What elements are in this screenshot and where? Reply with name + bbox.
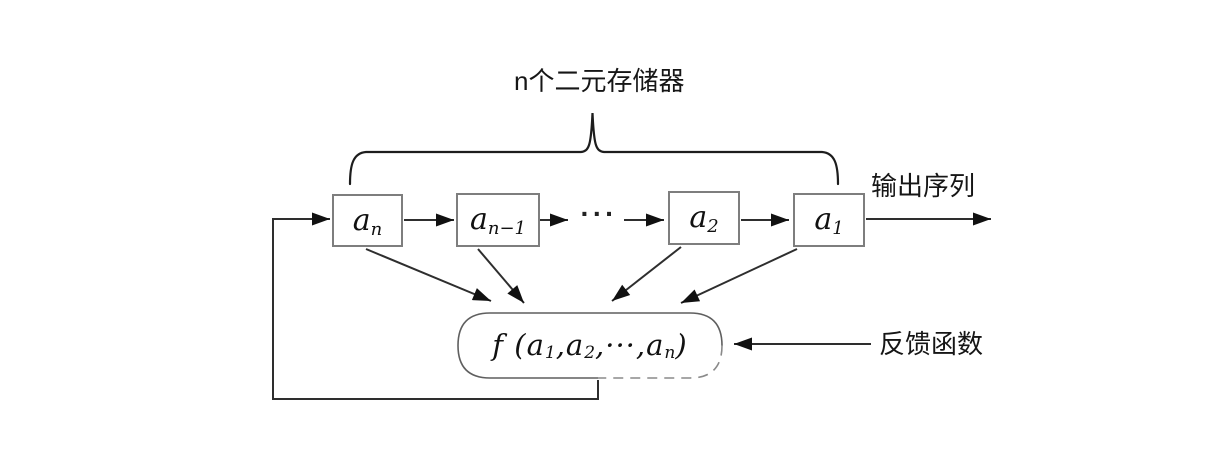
tap-an — [365, 248, 492, 302]
output-sequence-label: 输出序列 — [871, 171, 976, 201]
tap-an1 — [477, 248, 525, 304]
fn-part: ,a — [555, 328, 585, 362]
feedback-loop-wire — [272, 212, 599, 400]
tap-a2 — [611, 246, 682, 302]
register-a1-subscript: 1 — [832, 218, 844, 239]
register-a2-base: a — [689, 200, 708, 235]
brace-caption: n个二元存储器 — [514, 66, 685, 96]
register-an-subscript: n — [370, 218, 383, 240]
feedback-function-stadium — [457, 312, 723, 379]
register-a1-base: a — [814, 202, 833, 237]
feedback-function-caption: 反馈函数 — [879, 329, 984, 359]
register-ellipsis: ··· — [580, 198, 618, 229]
register-a2-subscript: 2 — [707, 216, 719, 237]
brace — [348, 112, 840, 186]
feedback-function-stadium-dashed-edge — [598, 345, 723, 379]
register-an1-base: a — [469, 202, 488, 237]
fn-sub: n — [664, 343, 676, 363]
fn-part: ,···,a — [595, 328, 665, 362]
fn-sub: 1 — [544, 343, 556, 363]
register-an-base: a — [352, 202, 371, 238]
fn-part: f (a — [492, 328, 545, 362]
tap-a1 — [680, 248, 798, 304]
register-an1-subscript: n−1 — [487, 218, 527, 239]
fn-part: ) — [675, 328, 688, 362]
fn-sub: 2 — [584, 343, 596, 363]
